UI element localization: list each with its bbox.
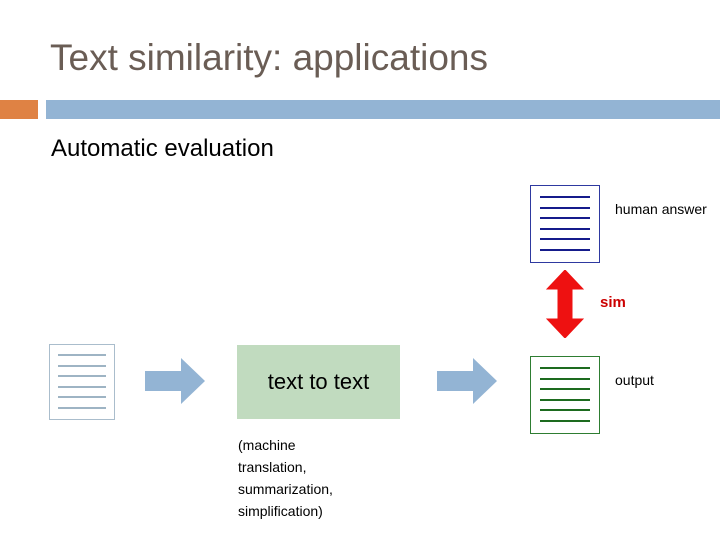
output-document-icon <box>530 356 600 434</box>
document-line <box>540 398 590 401</box>
header-divider <box>0 100 720 119</box>
document-line <box>540 367 590 369</box>
text-to-text-label: text to text <box>267 369 370 394</box>
section-subtitle: Automatic evaluation <box>51 135 274 162</box>
header-accent-block <box>0 100 38 119</box>
flow-arrow-right-icon <box>437 358 497 404</box>
caption-line: simplification) <box>238 503 323 519</box>
document-line <box>540 227 590 230</box>
caption-line: summarization, <box>238 481 333 497</box>
document-line <box>540 388 590 391</box>
document-line <box>58 354 106 356</box>
output-label: output <box>615 372 654 388</box>
document-line <box>540 409 590 412</box>
document-line <box>540 196 590 198</box>
document-line <box>58 396 106 399</box>
similarity-label: sim <box>600 294 626 311</box>
document-line <box>58 364 106 367</box>
document-line <box>58 385 106 388</box>
caption-line: translation, <box>238 459 307 475</box>
human-answer-label: human answer <box>615 201 707 217</box>
document-line <box>58 406 106 409</box>
similarity-double-arrow-icon <box>546 270 584 338</box>
text-to-text-process-box: text to text <box>237 345 400 419</box>
caption-line: (machine <box>238 437 296 453</box>
header-rule-bar <box>46 100 720 119</box>
document-line <box>540 206 590 209</box>
document-line <box>540 238 590 241</box>
document-line <box>540 248 590 251</box>
input-document-icon <box>49 344 115 420</box>
human-answer-document-icon <box>530 185 600 263</box>
document-line <box>540 217 590 220</box>
page-title: Text similarity: applications <box>50 37 488 78</box>
document-line <box>540 419 590 422</box>
document-line <box>58 375 106 378</box>
document-line <box>540 377 590 380</box>
flow-arrow-right-icon <box>145 358 205 404</box>
process-examples-caption: (machine translation, summarization, sim… <box>238 434 413 522</box>
